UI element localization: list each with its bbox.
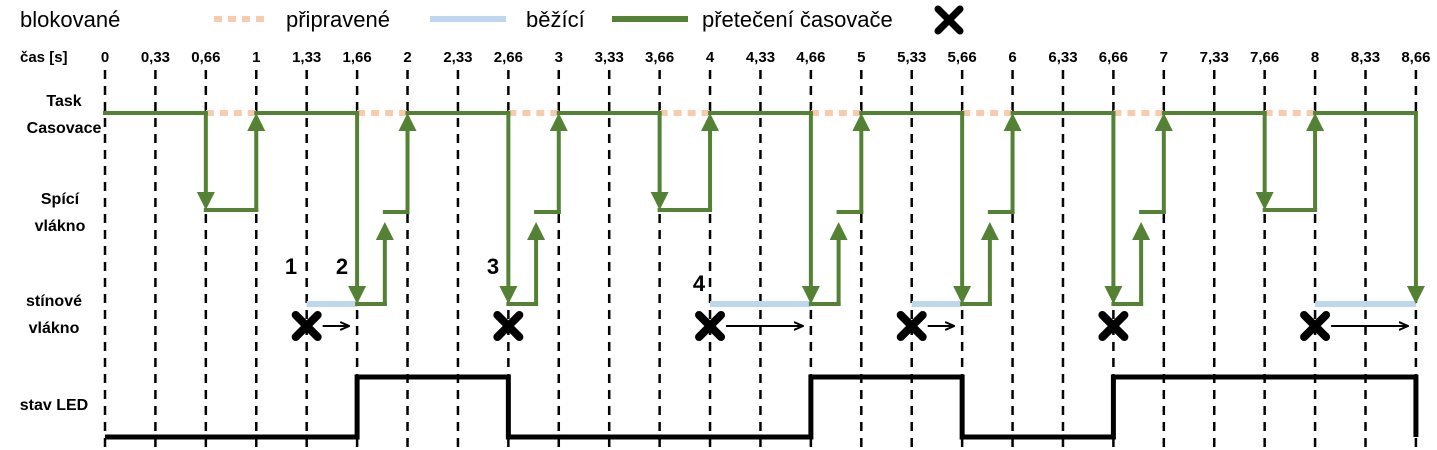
legend-ready-label: připravené: [286, 7, 390, 32]
switch-arrow-head: [701, 113, 720, 131]
marker-1: 1: [285, 254, 297, 279]
time-axis-label: čas [s]: [20, 49, 68, 66]
row-label-shadow-line1: stínové: [26, 293, 82, 310]
legend: blokované připravené běžící přetečení ča…: [20, 5, 964, 35]
time-ticks: 0 0,33 0,66 1 1,33 1,66 2 2,33 2,66 3 3,33 3,66 4 4,3…: [101, 49, 1431, 66]
row-label-task-line1: Task: [46, 93, 81, 110]
time-tick-label: 6: [1008, 49, 1016, 66]
time-tick-label: 6,66: [1099, 49, 1128, 66]
legend-overflow-label: přetečení časovače: [702, 7, 893, 32]
time-tick-label: 3,66: [645, 49, 674, 66]
time-tick-label: 7,66: [1250, 49, 1279, 66]
time-tick-label: 3: [555, 49, 563, 66]
time-tick-label: 8: [1311, 49, 1319, 66]
switch-arrow-head: [953, 286, 972, 304]
marker-4: 4: [693, 271, 706, 296]
switch-arrow-head: [375, 222, 394, 240]
time-tick-label: 7: [1160, 49, 1168, 66]
grid-lines: [103, 70, 1418, 450]
overflow-x-icon: [896, 311, 927, 341]
switch-arrow-head: [1306, 113, 1325, 131]
thread-traces: [103, 111, 1425, 306]
time-tick-label: 0,66: [191, 49, 220, 66]
time-tick-label: 2,33: [443, 49, 472, 66]
time-tick-label: 5: [857, 49, 865, 66]
overflow-x-icon: [291, 311, 322, 341]
time-tick-label: 0,33: [141, 49, 170, 66]
row-label-shadow-line2: vlákno: [29, 320, 80, 337]
switch-arrow-head: [348, 286, 367, 304]
switch-arrow-head: [1132, 222, 1151, 240]
overflow-x-icon: [1300, 311, 1331, 341]
switch-arrow-head: [1003, 113, 1022, 131]
time-tick-label: 6,33: [1048, 49, 1077, 66]
state-intervals: [205, 110, 1416, 307]
legend-running-label: běžící: [526, 7, 585, 32]
time-tick-label: 2,66: [494, 49, 523, 66]
time-tick-label: 7,33: [1200, 49, 1229, 66]
row-label-sleep-line2: vlákno: [35, 218, 86, 235]
switch-arrow-head: [980, 222, 999, 240]
switch-arrow-head: [549, 113, 568, 131]
time-tick-label: 5,66: [948, 49, 977, 66]
time-tick-label: 0: [101, 49, 109, 66]
switch-arrow-head: [499, 286, 518, 304]
overflow-x-icon: [493, 311, 524, 341]
marker-3: 3: [487, 254, 499, 279]
switch-arrow-head: [852, 113, 871, 131]
led-state-line: [105, 374, 1419, 440]
time-tick-label: 8,33: [1351, 49, 1380, 66]
row-label-sleep-line1: Spící: [41, 191, 80, 208]
marker-2: 2: [336, 254, 348, 279]
time-tick-label: 2: [403, 49, 411, 66]
switch-arrow-head: [1406, 286, 1425, 304]
switch-arrow-head: [1104, 286, 1123, 304]
legend-overflow-x-icon: [934, 5, 964, 35]
switch-arrow-head: [829, 222, 848, 240]
time-tick-label: 4,33: [746, 49, 775, 66]
switch-arrow-head: [1154, 113, 1173, 131]
time-tick-label: 5,33: [897, 49, 926, 66]
switch-arrow-head: [247, 113, 266, 131]
time-tick-label: 4: [706, 49, 715, 66]
time-tick-label: 4,66: [796, 49, 825, 66]
switch-arrow-head: [527, 222, 546, 240]
row-label-led: stav LED: [20, 397, 88, 414]
switch-arrow-head: [801, 286, 820, 304]
time-tick-label: 1,33: [292, 49, 321, 66]
time-tick-label: 3,33: [595, 49, 624, 66]
switch-arrow-head: [196, 192, 215, 210]
legend-blocked-label: blokované: [20, 7, 120, 32]
led-state-trace: [105, 374, 1419, 440]
overflow-events: [291, 311, 1408, 341]
time-tick-label: 1,66: [342, 49, 371, 66]
row-label-task-line2: Casovace: [27, 120, 102, 137]
overflow-x-icon: [1098, 311, 1129, 341]
time-tick-label: 8,66: [1401, 49, 1430, 66]
switch-arrow-head: [398, 113, 417, 131]
overflow-x-icon: [695, 311, 726, 341]
switch-arrow-head: [650, 192, 669, 210]
switch-arrow-head: [1255, 192, 1274, 210]
time-tick-label: 1: [252, 49, 260, 66]
